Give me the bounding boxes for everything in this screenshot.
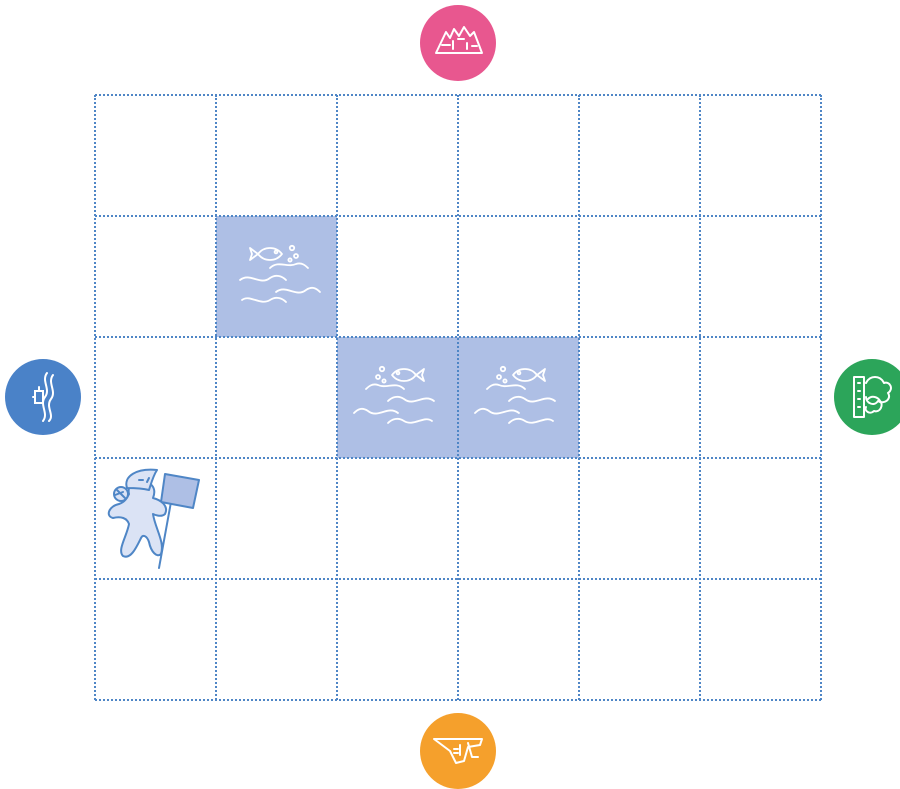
grid-cell[interactable] bbox=[579, 579, 700, 700]
grid-cell[interactable] bbox=[700, 95, 821, 216]
game-board bbox=[95, 95, 821, 700]
grid-cell[interactable] bbox=[458, 95, 579, 216]
river-icon[interactable] bbox=[5, 359, 81, 435]
grid-line bbox=[215, 95, 217, 700]
grid-line bbox=[578, 95, 580, 700]
grid-cell[interactable] bbox=[337, 579, 458, 700]
grid-cell[interactable] bbox=[337, 216, 458, 337]
grid-cell[interactable] bbox=[95, 579, 216, 700]
grid-cell[interactable] bbox=[579, 337, 700, 458]
grid-cell[interactable] bbox=[95, 95, 216, 216]
grid-cell[interactable] bbox=[458, 458, 579, 579]
grid-cell[interactable] bbox=[700, 337, 821, 458]
cliff-icon[interactable] bbox=[420, 713, 496, 789]
grid-cell[interactable] bbox=[700, 579, 821, 700]
grid-cell[interactable] bbox=[458, 216, 579, 337]
forest-icon[interactable] bbox=[834, 359, 900, 435]
water-cell[interactable] bbox=[216, 216, 337, 337]
grid-cell[interactable] bbox=[458, 579, 579, 700]
sleepy-character-with-net-icon[interactable] bbox=[95, 458, 216, 584]
grid-cell[interactable] bbox=[95, 216, 216, 337]
grid-cell[interactable] bbox=[337, 458, 458, 579]
grid-cell[interactable] bbox=[579, 95, 700, 216]
grid-line bbox=[336, 95, 338, 700]
grid-line bbox=[457, 95, 459, 700]
grid-cell[interactable] bbox=[216, 458, 337, 579]
grid-line bbox=[94, 95, 96, 700]
grid-cell[interactable] bbox=[700, 216, 821, 337]
grid-cell[interactable] bbox=[579, 216, 700, 337]
grid-line bbox=[820, 95, 822, 700]
water-cell[interactable] bbox=[337, 337, 458, 458]
grid-cell[interactable] bbox=[216, 95, 337, 216]
grid-cell[interactable] bbox=[216, 337, 337, 458]
grid-cell[interactable] bbox=[700, 458, 821, 579]
grid-cell[interactable] bbox=[216, 579, 337, 700]
grid-cell[interactable] bbox=[337, 95, 458, 216]
grid-cell[interactable] bbox=[579, 458, 700, 579]
grid-cell[interactable] bbox=[95, 337, 216, 458]
grid-line bbox=[699, 95, 701, 700]
mountain-icon[interactable] bbox=[420, 5, 496, 81]
water-cell[interactable] bbox=[458, 337, 579, 458]
